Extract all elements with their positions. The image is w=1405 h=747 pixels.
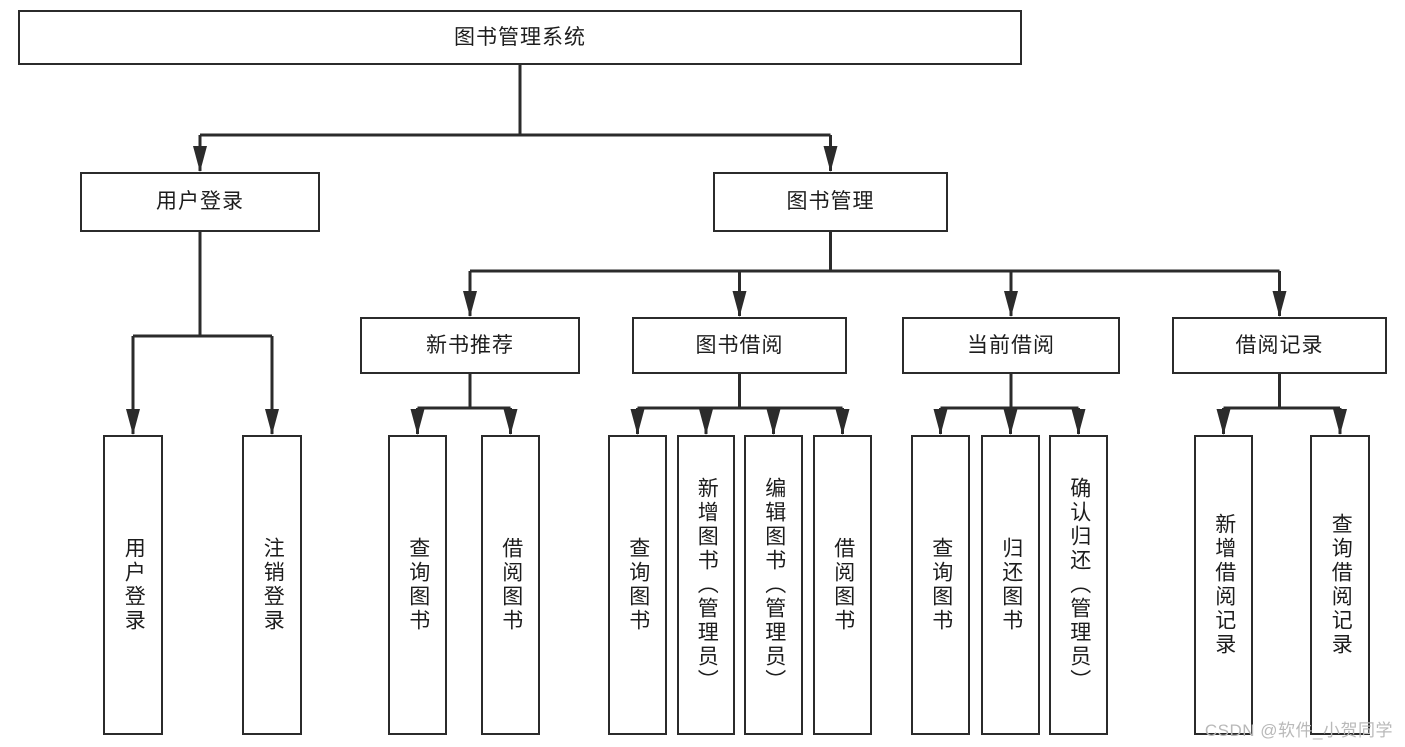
node-label: 查询图书 xyxy=(406,537,430,633)
node-leaf-3[interactable]: 查询图书 xyxy=(388,435,447,735)
node-leaf-12[interactable]: 新增借阅记录 xyxy=(1194,435,1253,735)
node-leaf-1[interactable]: 用户登录 xyxy=(103,435,163,735)
node-login[interactable]: 用户登录 xyxy=(80,172,320,232)
watermark: CSDN @软件_小贺同学 xyxy=(1204,721,1393,740)
node-label: 借阅图书 xyxy=(831,537,855,633)
node-leaf-9[interactable]: 查询图书 xyxy=(911,435,970,735)
node-borrow[interactable]: 图书借阅 xyxy=(632,317,847,374)
node-leaf-6[interactable]: 新增图书（管理员） xyxy=(677,435,735,735)
node-label: 当前借阅 xyxy=(967,333,1055,357)
node-leaf-13[interactable]: 查询借阅记录 xyxy=(1310,435,1370,735)
node-label: 查询借阅记录 xyxy=(1329,513,1353,657)
node-label: 编辑图书（管理员） xyxy=(762,477,786,693)
node-label: 新增借阅记录 xyxy=(1212,513,1236,657)
node-label: 新增图书（管理员） xyxy=(695,477,719,693)
node-leaf-8[interactable]: 借阅图书 xyxy=(813,435,872,735)
node-root[interactable]: 图书管理系统 xyxy=(18,10,1022,65)
node-label: 归还图书 xyxy=(999,537,1023,633)
node-leaf-4[interactable]: 借阅图书 xyxy=(481,435,540,735)
node-leaf-11[interactable]: 确认归还（管理员） xyxy=(1049,435,1108,735)
node-label: 查询图书 xyxy=(626,537,650,633)
node-leaf-7[interactable]: 编辑图书（管理员） xyxy=(744,435,803,735)
node-current[interactable]: 当前借阅 xyxy=(902,317,1120,374)
node-label: 图书管理系统 xyxy=(454,25,586,49)
node-label: 查询图书 xyxy=(929,537,953,633)
node-label: 注销登录 xyxy=(261,537,285,633)
node-records[interactable]: 借阅记录 xyxy=(1172,317,1387,374)
node-label: 确认归还（管理员） xyxy=(1067,477,1091,693)
node-label: 借阅记录 xyxy=(1235,333,1324,357)
node-label: 借阅图书 xyxy=(499,537,523,633)
node-leaf-5[interactable]: 查询图书 xyxy=(608,435,667,735)
node-label: 图书管理 xyxy=(786,190,875,214)
node-leaf-2[interactable]: 注销登录 xyxy=(242,435,302,735)
node-bookmgmt[interactable]: 图书管理 xyxy=(713,172,948,232)
node-label: 新书推荐 xyxy=(426,333,514,357)
node-newbook[interactable]: 新书推荐 xyxy=(360,317,580,374)
node-label: 用户登录 xyxy=(156,190,244,214)
node-label: 图书借阅 xyxy=(695,333,784,357)
node-leaf-10[interactable]: 归还图书 xyxy=(981,435,1040,735)
node-label: 用户登录 xyxy=(122,537,146,633)
